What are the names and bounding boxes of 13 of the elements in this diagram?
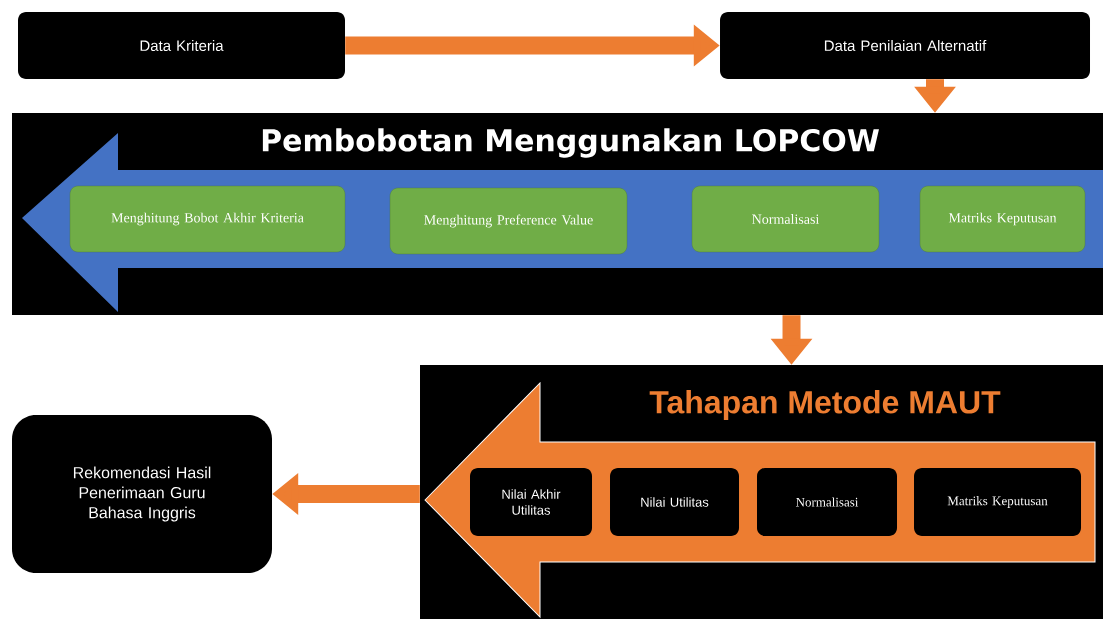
stage-title: Pembobotan Menggunakan LOPCOW xyxy=(262,128,879,158)
step-box: Normalisasi xyxy=(691,185,880,253)
step-box: Nilai Akhir Utilitas xyxy=(470,468,592,536)
step-box: Nilai Utilitas xyxy=(610,468,739,536)
step-box: Normalisasi xyxy=(757,468,897,536)
data-box: Data Penilaian Alternatif xyxy=(720,12,1090,79)
step-box: Menghitung Bobot Akhir Kriteria xyxy=(69,185,346,253)
step-box: Matriks Keputusan xyxy=(914,468,1081,536)
stage-title: Tahapan Metode MAUT xyxy=(649,390,1001,420)
step-box: Menghitung Preference Value xyxy=(389,187,628,255)
data-box: Data Kriteria xyxy=(18,12,345,79)
result-box: Rekomendasi Hasil Penerimaan Guru Bahasa Inggris xyxy=(12,415,272,573)
step-box: Matriks Keputusan xyxy=(919,185,1086,253)
